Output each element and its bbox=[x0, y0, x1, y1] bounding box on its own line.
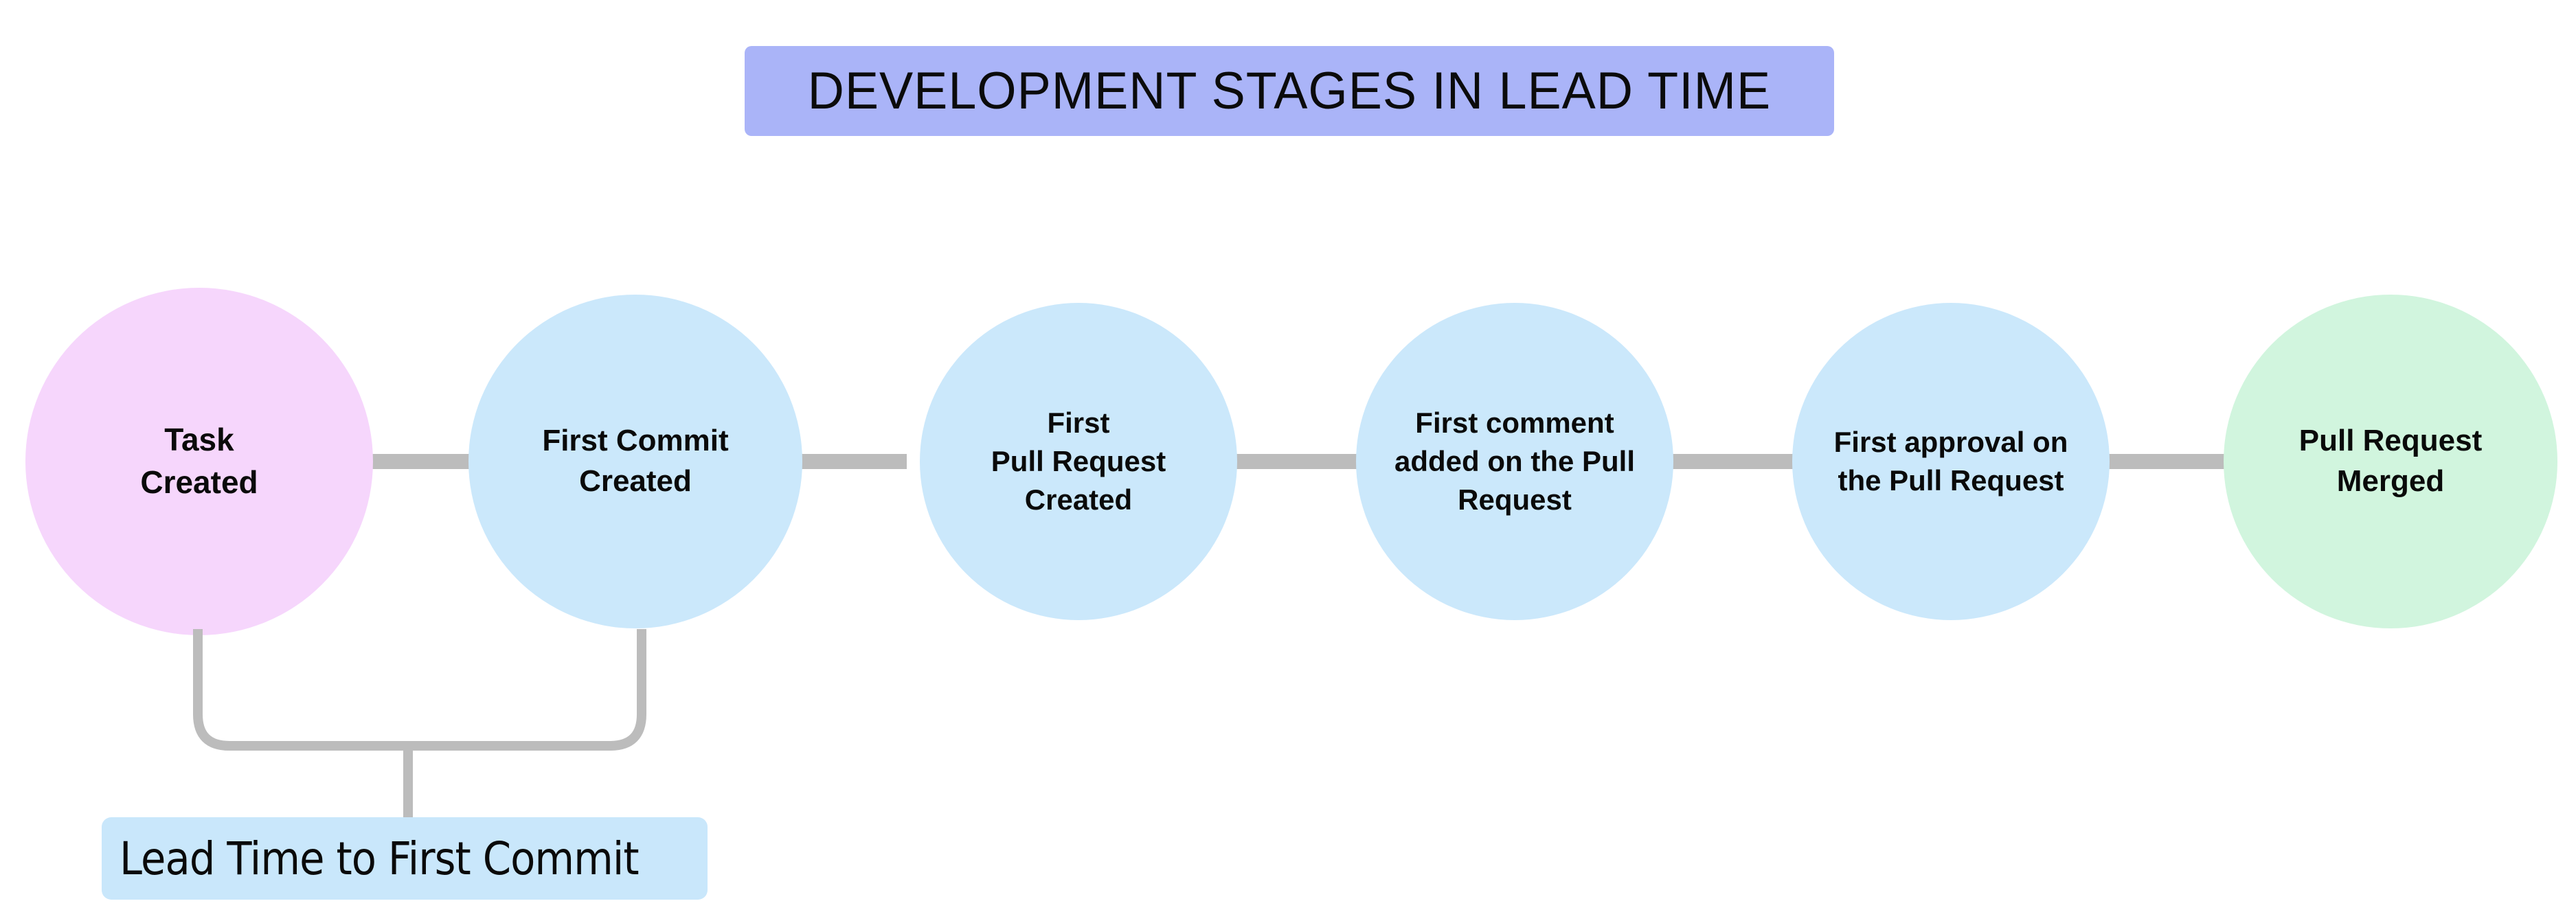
connector-first-commit-created-to-first-pull-request-created bbox=[797, 454, 907, 469]
stage-node-first-comment-added[interactable]: First comment added on the Pull Request bbox=[1356, 303, 1673, 620]
stage-node-label: First approval on the Pull Request bbox=[1833, 425, 2068, 497]
page-title: DEVELOPMENT STAGES IN LEAD TIME bbox=[807, 61, 1772, 120]
stage-node-first-pull-request-created[interactable]: First Pull Request Created bbox=[920, 303, 1237, 620]
stage-node-label: First Commit Created bbox=[542, 424, 729, 498]
stage-node-label: Task Created bbox=[140, 422, 258, 500]
stage-node-first-approval[interactable]: First approval on the Pull Request bbox=[1792, 303, 2110, 620]
connector-task-created-to-first-commit-created bbox=[357, 454, 471, 469]
connector-first-comment-added-to-first-approval bbox=[1671, 454, 1794, 469]
stage-node-pull-request-merged[interactable]: Pull Request Merged bbox=[2224, 295, 2557, 628]
connector-first-pull-request-created-to-first-comment-added bbox=[1234, 454, 1357, 469]
diagram-title-banner: DEVELOPMENT STAGES IN LEAD TIME bbox=[745, 46, 1834, 136]
lead-time-callout-label: Lead Time to First Commit bbox=[120, 832, 640, 885]
connector-first-approval-to-pull-request-merged bbox=[2106, 454, 2226, 469]
stage-node-first-commit-created[interactable]: First Commit Created bbox=[468, 295, 802, 628]
stage-node-label: First comment added on the Pull Request bbox=[1394, 406, 1635, 516]
lead-time-callout[interactable]: Lead Time to First Commit bbox=[102, 817, 708, 900]
stage-node-label: Pull Request Merged bbox=[2298, 424, 2483, 498]
stage-node-task-created[interactable]: Task Created bbox=[25, 288, 373, 635]
stage-node-label: First Pull Request Created bbox=[991, 406, 1166, 516]
